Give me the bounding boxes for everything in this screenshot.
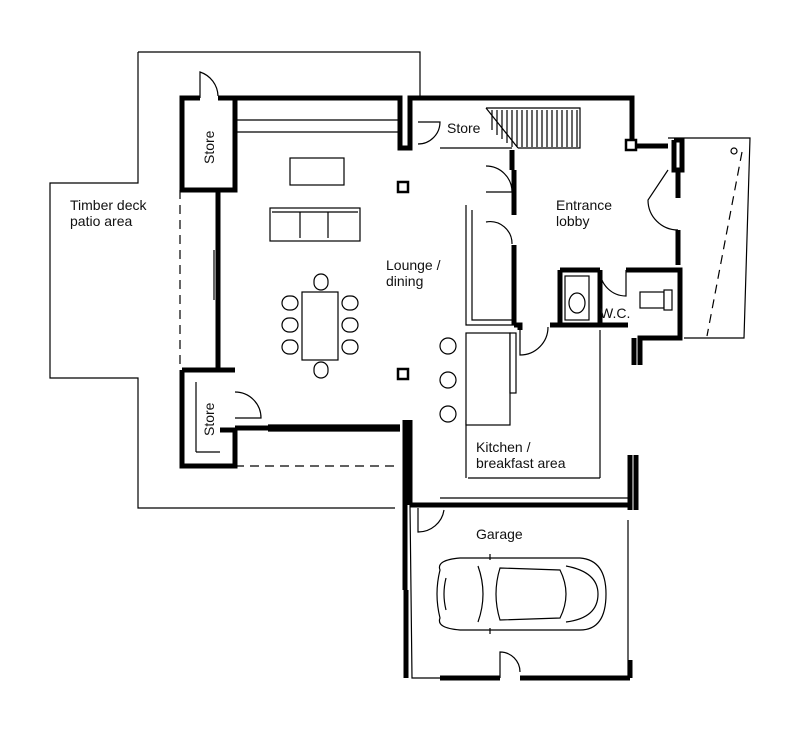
label-deck-1: Timber deck xyxy=(70,197,148,213)
room-labels: Timber deck patio area Store Store Store… xyxy=(70,120,630,542)
label-entrance-2: lobby xyxy=(556,213,589,229)
kitchen-stools xyxy=(439,337,457,423)
dining-table xyxy=(301,291,339,361)
label-kitchen-2: breakfast area xyxy=(476,455,566,471)
label-lounge-1: Lounge / xyxy=(386,257,441,273)
label-kitchen-1: Kitchen / xyxy=(476,439,531,455)
entrance-path xyxy=(668,137,751,339)
label-lounge-2: dining xyxy=(386,273,423,289)
columns xyxy=(396,138,638,381)
timber-deck-outline xyxy=(49,51,421,509)
label-entrance-1: Entrance xyxy=(556,197,612,213)
label-wc: W.C. xyxy=(600,305,630,321)
sofa xyxy=(269,207,361,242)
stairs xyxy=(485,107,581,149)
car-icon xyxy=(436,554,607,634)
label-deck-2: patio area xyxy=(70,213,132,229)
exterior-walls xyxy=(179,95,685,681)
wc-fixtures xyxy=(564,275,673,321)
sliding-doors xyxy=(213,195,400,432)
lounge-furniture xyxy=(269,157,361,379)
interior-walls xyxy=(440,147,628,479)
label-store-top-left: Store xyxy=(201,130,217,164)
label-store-top: Store xyxy=(447,120,481,136)
coffee-table xyxy=(289,157,345,186)
label-store-bottom-left: Store xyxy=(201,402,217,436)
toilet xyxy=(639,291,665,309)
label-garage: Garage xyxy=(476,526,523,542)
